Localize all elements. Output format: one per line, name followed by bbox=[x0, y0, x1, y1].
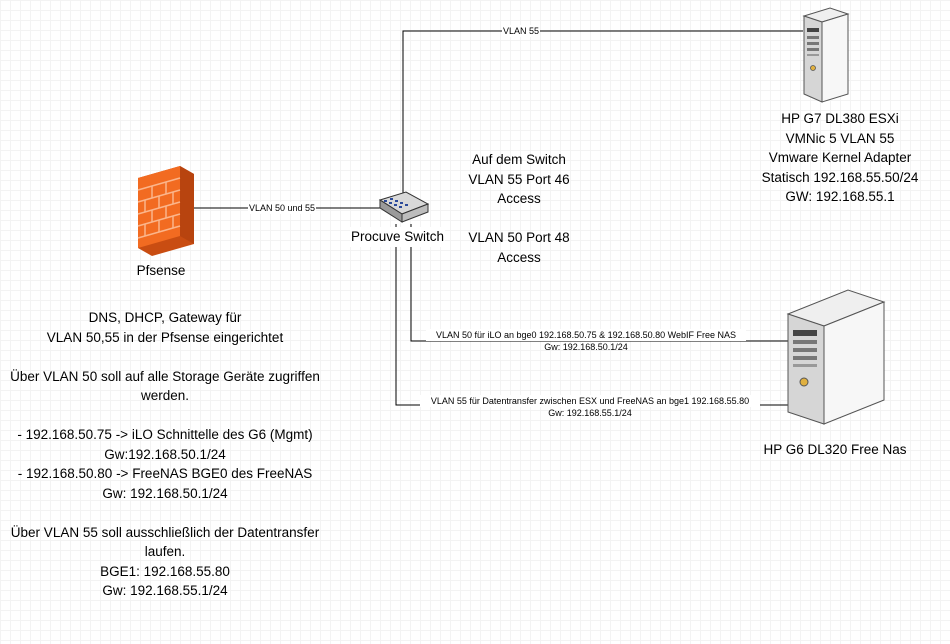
notes-line: - 192.168.50.75 -> iLO Schnittelle des G… bbox=[17, 427, 313, 442]
notes-line: - 192.168.50.80 -> FreeNAS BGE0 des Free… bbox=[17, 466, 313, 481]
notes-line: werden. bbox=[140, 388, 190, 403]
notes-line: Gw:192.168.50.1/24 bbox=[104, 446, 226, 462]
notes-line: Über VLAN 50 soll auf alle Storage Gerät… bbox=[10, 368, 320, 384]
link-switch-freenas-vlan50[interactable] bbox=[410, 224, 790, 342]
link-label-vlan55-data: VLAN 55 für Datentransfer zwischen ESX u… bbox=[420, 395, 760, 419]
esxi-label-line: VMNic 5 VLAN 55 bbox=[785, 130, 895, 146]
switch-note-line: Auf dem Switch bbox=[472, 152, 566, 167]
link-label-vlan50-ilo: VLAN 50 für iLO an bge0 192.168.50.75 & … bbox=[426, 329, 746, 353]
link-label-vlan50-ilo-line2: Gw: 192.168.50.1/24 bbox=[544, 342, 628, 352]
switch-icon[interactable] bbox=[378, 190, 430, 226]
notes-line bbox=[0, 406, 330, 426]
esxi-label-line: Vmware Kernel Adapter bbox=[768, 150, 912, 165]
link-label-vlan55-data-line2: Gw: 192.168.55.1/24 bbox=[548, 408, 632, 418]
notes-line: DNS, DHCP, Gateway für bbox=[88, 310, 242, 325]
switch-note-line: Access bbox=[497, 191, 541, 206]
switch-note: Auf dem Switch VLAN 55 Port 46 Access VL… bbox=[446, 150, 592, 267]
firewall-icon[interactable] bbox=[128, 162, 196, 258]
switch-note-line bbox=[446, 209, 592, 229]
link-label-vlan55-top: VLAN 55 bbox=[502, 25, 541, 37]
notes-line: laufen. bbox=[144, 544, 186, 559]
switch-note-line: Access bbox=[497, 249, 541, 265]
notes-line bbox=[0, 347, 330, 367]
switch-note-line: VLAN 55 Port 46 bbox=[468, 171, 570, 187]
link-label-vlan55-data-line1: VLAN 55 für Datentransfer zwischen ESX u… bbox=[420, 395, 760, 407]
link-label-vlan50-55: VLAN 50 und 55 bbox=[248, 202, 317, 214]
switch-label: Procuve Switch bbox=[350, 227, 446, 247]
pfsense-label: Pfsense bbox=[136, 263, 186, 278]
esxi-label-line: HP G7 DL380 ESXi bbox=[781, 111, 899, 126]
link-label-vlan50-ilo-line1: VLAN 50 für iLO an bge0 192.168.50.75 & … bbox=[426, 329, 746, 341]
server-icon[interactable] bbox=[784, 286, 888, 428]
switch-note-line: VLAN 50 Port 48 bbox=[468, 230, 570, 245]
esxi-label: HP G7 DL380 ESXi VMNic 5 VLAN 55 Vmware … bbox=[740, 109, 940, 207]
notes-line: Über VLAN 55 soll ausschließlich der Dat… bbox=[10, 524, 320, 540]
link-switch-esxi[interactable] bbox=[402, 30, 803, 196]
server-icon[interactable] bbox=[800, 6, 852, 104]
esxi-label-line: Statisch 192.168.55.50/24 bbox=[761, 169, 919, 185]
notes-line: Gw: 192.168.55.1/24 bbox=[102, 583, 228, 598]
notes-block: DNS, DHCP, Gateway für VLAN 50,55 in der… bbox=[0, 308, 330, 601]
esxi-label-line: GW: 192.168.55.1 bbox=[785, 189, 895, 204]
notes-line: BGE1: 192.168.55.80 bbox=[100, 563, 230, 579]
notes-line: VLAN 50,55 in der Pfsense eingerichtet bbox=[46, 329, 284, 345]
notes-line: Gw: 192.168.50.1/24 bbox=[102, 485, 228, 501]
notes-line bbox=[0, 503, 330, 523]
freenas-label: HP G6 DL320 Free Nas bbox=[763, 442, 907, 457]
